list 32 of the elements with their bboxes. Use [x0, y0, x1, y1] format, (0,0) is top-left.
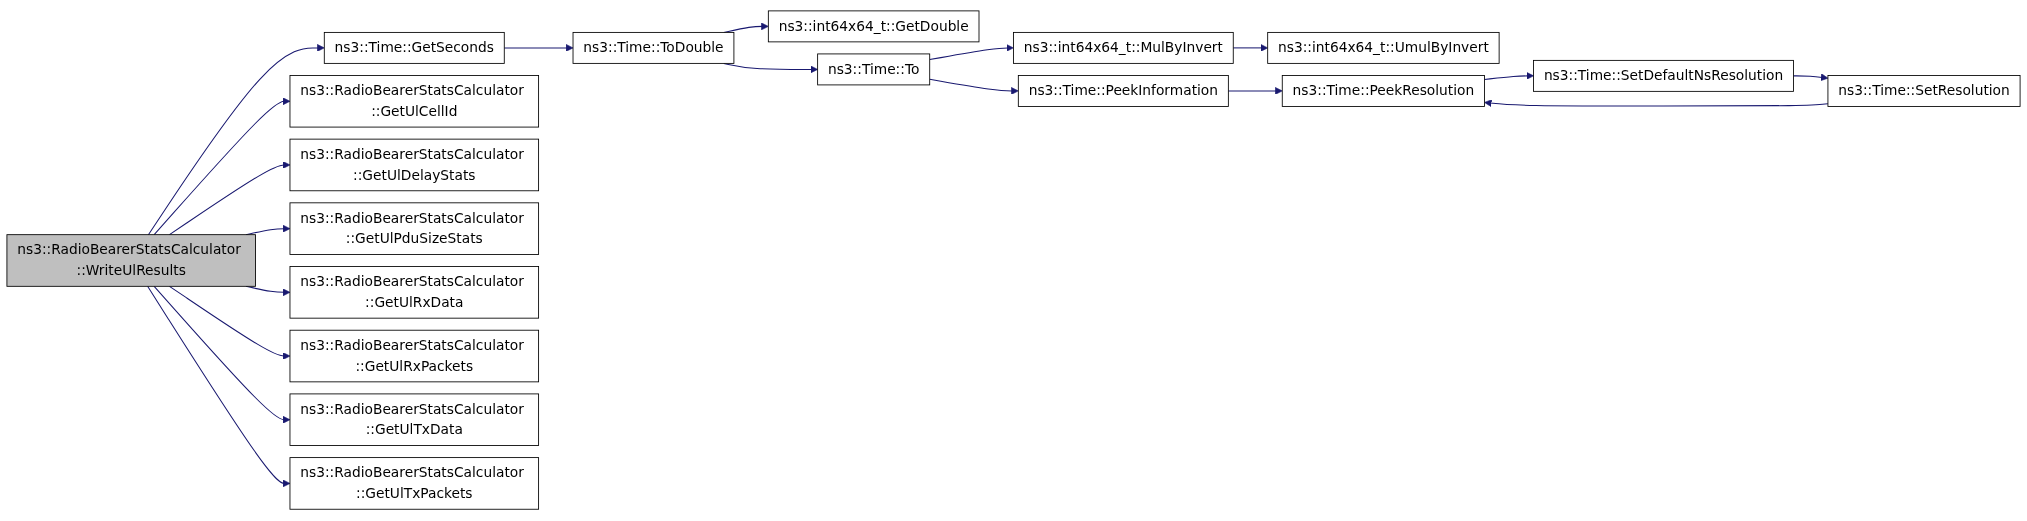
- node-box: ns3::int64x64_t::GetDouble: [767, 10, 980, 43]
- arrow: [1484, 99, 1829, 108]
- arrow: [153, 97, 291, 236]
- node-box: ns3::Time::PeekInformation: [1017, 75, 1229, 108]
- node-box: ns3::Time::GetSeconds: [323, 32, 505, 65]
- arrow: [147, 286, 291, 488]
- node-box: ns3::RadioBearerStatsCalculator ::GetUlPduSizeStats: [289, 202, 539, 256]
- node-box: ns3::RadioBearerStatsCalculator ::GetUlRxPackets: [289, 330, 539, 383]
- arrow: [1793, 73, 1829, 82]
- node-box: ns3::RadioBearerStatsCalculator ::GetUlRxData: [289, 266, 539, 320]
- arrow: [168, 286, 291, 361]
- arrow: [929, 79, 1019, 96]
- node-box: ns3::RadioBearerStatsCalculator ::GetUlCellId: [289, 75, 539, 128]
- arrow: [153, 286, 291, 424]
- node-box: ns3::Time::SetResolution: [1827, 75, 2021, 108]
- node-box: ns3::RadioBearerStatsCalculator ::GetUlDelayStats: [289, 139, 539, 192]
- arrow: [929, 44, 1014, 61]
- arrow: [147, 44, 325, 236]
- arrow: [1232, 44, 1269, 53]
- node-box: ns3::RadioBearerStatsCalculator ::GetUlTxData: [289, 393, 539, 447]
- node-box: ns3::Time::ToDouble: [572, 32, 735, 65]
- node-box: ns3::Time::SetDefaultNsResolution: [1533, 60, 1794, 93]
- node-box: ns3::int64x64_t::UmulByInvert: [1267, 32, 1500, 65]
- arrow: [1227, 87, 1283, 96]
- arrow: [168, 161, 291, 236]
- node-box: ns3::RadioBearerStatsCalculator ::GetUlTxPackets: [289, 457, 539, 511]
- node-box: ns3::int64x64_t::MulByInvert: [1013, 32, 1234, 65]
- node-box: ns3::Time::PeekResolution: [1281, 75, 1485, 108]
- arrow: [503, 44, 574, 53]
- node-box: ns3::Time::To: [817, 53, 931, 86]
- node-box: ns3::RadioBearerStatsCalculator ::WriteUlResults: [6, 234, 256, 288]
- arrow: [1484, 72, 1534, 81]
